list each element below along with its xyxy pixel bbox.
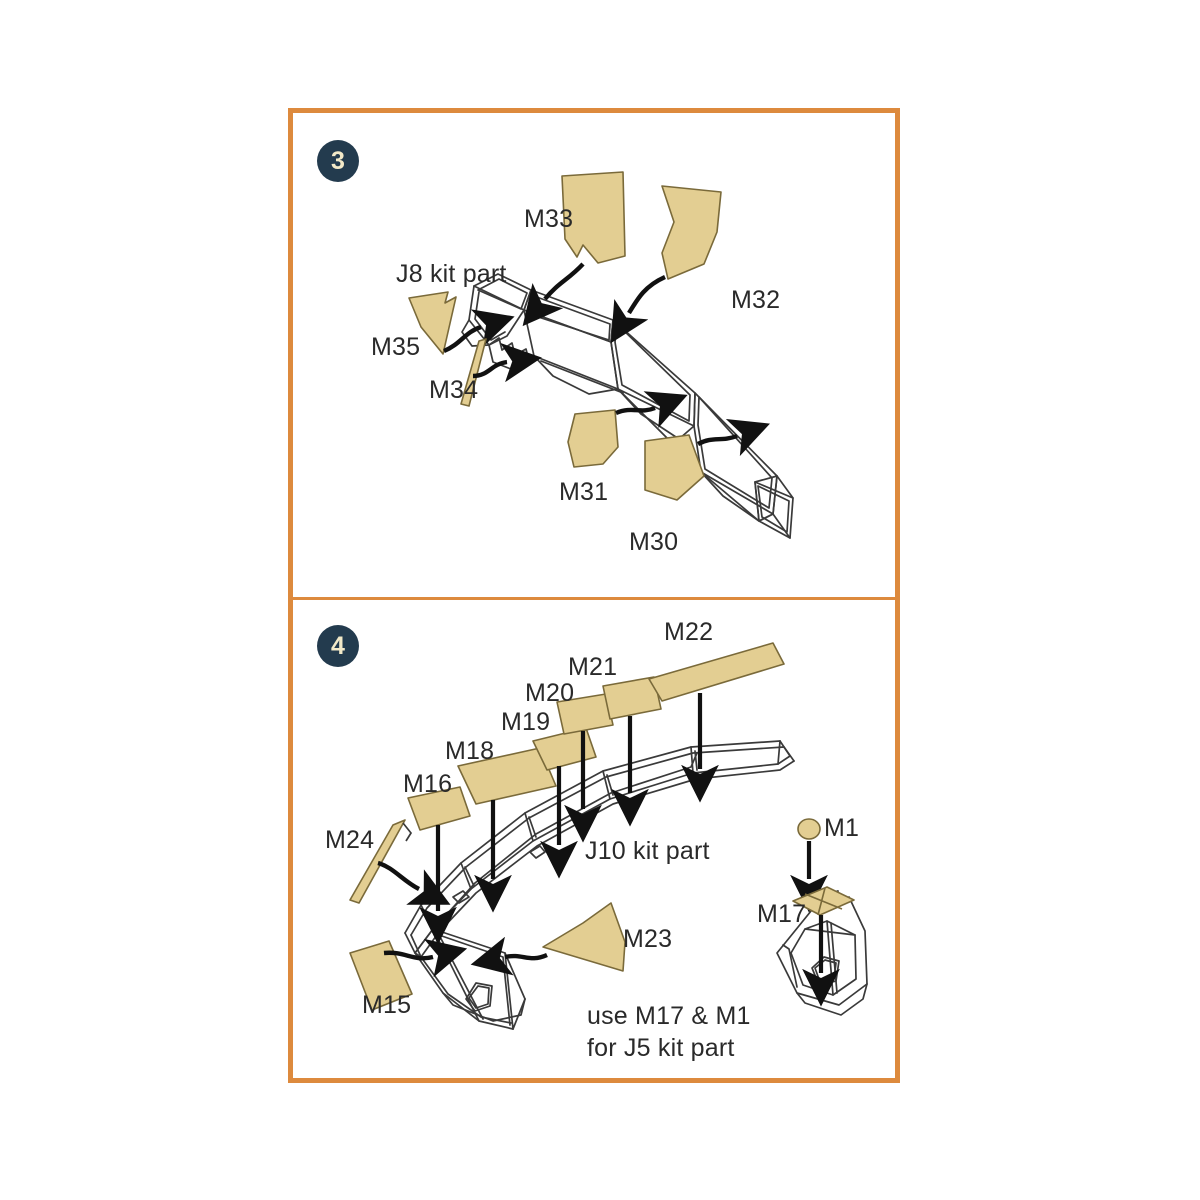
label-M24: M24 [325, 826, 375, 854]
label-M23: M23 [623, 925, 673, 953]
mask-shape-M34 [460, 338, 487, 407]
label-M15: M15 [362, 991, 412, 1019]
label-M1: M1 [824, 814, 860, 842]
label-M22: M22 [664, 618, 714, 646]
label-M18: M18 [445, 737, 495, 765]
mask-shape-M35 [408, 291, 457, 355]
note-use-m17-m1-line1: use M17 & M1 [587, 1002, 751, 1030]
step-number-badge-3: 3 [317, 140, 359, 182]
arrow-M33-to-body [522, 262, 585, 327]
m24-leader-line [402, 822, 413, 842]
mask-shape-M24 [349, 819, 406, 904]
label-j8-kit-part: J8 kit part [396, 260, 507, 288]
mask-shape-M30 [644, 434, 705, 501]
label-M17: M17 [757, 900, 807, 928]
mask-shape-M1 [797, 818, 821, 840]
arrow-M24-to-body [377, 860, 451, 905]
label-M35: M35 [371, 333, 421, 361]
arrow-M35-to-body [443, 309, 515, 354]
panel-4-diagram [349, 642, 868, 1030]
panel-3-diagram [408, 171, 794, 539]
label-M32: M32 [731, 286, 781, 314]
note-use-m17-m1-line2: for J5 kit part [587, 1034, 735, 1062]
label-M16: M16 [403, 770, 453, 798]
label-j10-kit-part: J10 kit part [585, 837, 710, 865]
j10-kit-part-drawing [404, 740, 795, 1030]
arrow-M15-to-body [383, 938, 468, 978]
label-M34: M34 [429, 376, 479, 404]
instruction-panel-step-4: 4 [288, 597, 900, 1083]
instruction-panel-step-3: 3 [288, 108, 900, 600]
mask-shape-M20 [556, 693, 614, 735]
mask-shape-M21 [602, 676, 662, 720]
mask-shape-M17 [792, 886, 855, 916]
arrow-M32-to-body [610, 274, 666, 344]
arrow-M31-to-body [615, 391, 688, 429]
mask-shape-M32 [661, 185, 722, 280]
mask-shape-M33 [561, 171, 626, 264]
mask-shape-M31 [567, 409, 619, 468]
mask-shape-M16 [407, 786, 471, 831]
label-M31: M31 [559, 478, 609, 506]
mask-shape-M18 [457, 747, 557, 805]
mask-shape-M23 [542, 902, 626, 972]
arrow-M23-to-body [470, 936, 548, 976]
label-M20: M20 [525, 679, 575, 707]
step-number-badge-4: 4 [317, 625, 359, 667]
label-M19: M19 [501, 708, 551, 736]
mask-shape-M22 [648, 642, 785, 702]
label-M30: M30 [629, 528, 679, 556]
arrow-M34-to-body [472, 342, 542, 383]
label-M33: M33 [524, 205, 574, 233]
label-M21: M21 [568, 653, 618, 681]
arrow-M30-to-body [696, 419, 770, 457]
mask-shape-M15 [349, 940, 413, 1011]
